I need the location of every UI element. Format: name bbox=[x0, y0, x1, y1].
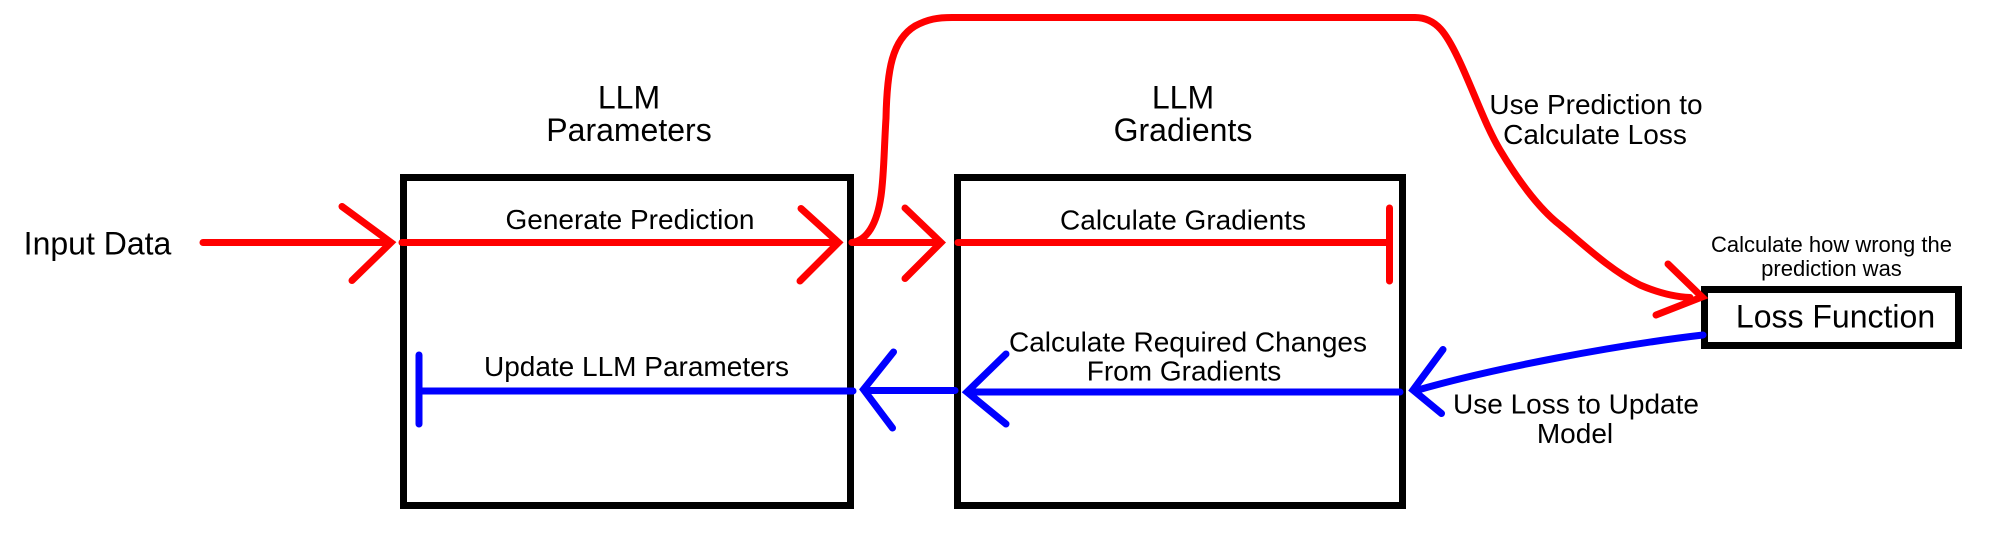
svg-text:LLM: LLM bbox=[1152, 80, 1214, 116]
svg-text:Use Prediction to: Use Prediction to bbox=[1489, 89, 1702, 120]
svg-text:Calculate Required Changes: Calculate Required Changes bbox=[1009, 327, 1367, 358]
svg-text:Model: Model bbox=[1537, 418, 1613, 449]
svg-text:Calculate Loss: Calculate Loss bbox=[1503, 119, 1687, 150]
svg-text:prediction was: prediction was bbox=[1761, 256, 1902, 281]
svg-text:Update LLM Parameters: Update LLM Parameters bbox=[484, 351, 789, 382]
svg-text:Input Data: Input Data bbox=[24, 226, 172, 262]
svg-text:Loss Function: Loss Function bbox=[1736, 299, 1935, 335]
svg-text:Parameters: Parameters bbox=[546, 112, 711, 148]
svg-text:Use Loss to Update: Use Loss to Update bbox=[1453, 389, 1699, 420]
svg-text:Gradients: Gradients bbox=[1114, 112, 1253, 148]
svg-text:Calculate how wrong the: Calculate how wrong the bbox=[1711, 232, 1952, 257]
svg-text:LLM: LLM bbox=[598, 80, 660, 116]
svg-text:Generate Prediction: Generate Prediction bbox=[505, 204, 754, 235]
svg-text:Calculate Gradients: Calculate Gradients bbox=[1060, 205, 1306, 236]
svg-text:From Gradients: From Gradients bbox=[1087, 356, 1282, 387]
